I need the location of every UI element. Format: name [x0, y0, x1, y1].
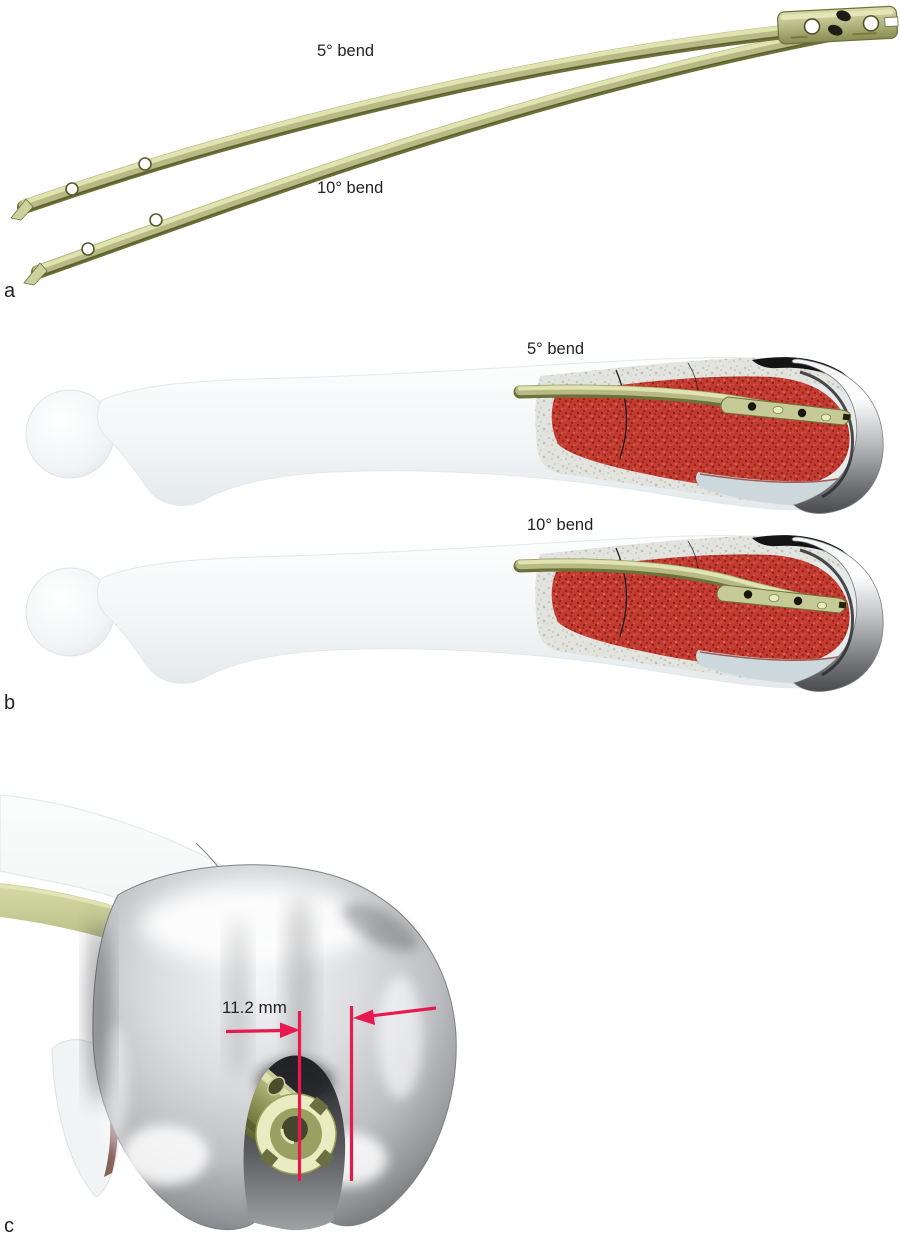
end-face-slot: [309, 1096, 329, 1116]
edge-shade: [88, 920, 110, 1104]
locking-hole: [772, 406, 784, 415]
nail-end-slot: [842, 413, 851, 421]
panel-letter-b: b: [4, 692, 16, 714]
label-10deg-bend-panel-b: 10° bend: [527, 516, 594, 534]
nail-cannulation: [281, 1116, 308, 1143]
nail-5-tip: [10, 198, 34, 221]
specular-highlight: [121, 1125, 209, 1185]
laser-marking: [852, 32, 877, 36]
specular-highlight: [378, 975, 422, 1099]
nail-10-degree: [23, 19, 879, 286]
label-5deg-bend-panel-b: 5° bend: [527, 340, 585, 358]
panel-a-nails-illustration: [10, 5, 899, 286]
nail-10-tip: [23, 262, 48, 286]
measurement-arrow-left-shaft: [225, 1028, 287, 1034]
specular-highlight: [140, 885, 370, 965]
measurement-arrow-left-head: [280, 1022, 300, 1038]
nail-in-shaft-closeup: [0, 883, 358, 1043]
locking-hole: [793, 596, 803, 606]
laser-marking: [790, 35, 808, 39]
proximal-oblique-hole: [836, 10, 851, 22]
locking-hole: [743, 590, 753, 599]
label-5deg-bend-panel-a: 5° bend: [317, 42, 375, 60]
panel-letter-a: a: [4, 280, 16, 302]
proximal-oblique-hole: [828, 24, 843, 36]
trochlear-groove-shade: [287, 895, 313, 1079]
nail-5-degree: [10, 15, 883, 221]
femur-with-component: [24, 533, 885, 693]
end-face-slot: [259, 1148, 279, 1168]
panel-b-femur-10-degree: [24, 533, 885, 693]
label-10deg-bend-panel-a: 10° bend: [317, 179, 384, 197]
locking-hole: [821, 413, 832, 422]
panel-b-femur-5-degree: [24, 355, 885, 515]
cannulation-highlight: [280, 1128, 295, 1145]
edge-shade: [342, 902, 418, 952]
panel-c-knee-closeup: [0, 794, 457, 1231]
nail-side-hole: [267, 1076, 286, 1096]
measurement-arrow-right-head: [353, 1009, 375, 1025]
nail-10-distal-hole: [81, 242, 95, 256]
trochlear-groove-shade: [228, 919, 248, 1079]
panel-letter-c: c: [4, 1215, 14, 1237]
femoral-component-closeup: [88, 864, 457, 1231]
nail-in-femur-10-degree: [513, 558, 848, 614]
proximal-end-slot: [884, 16, 899, 28]
locking-hole: [797, 408, 807, 418]
end-face-slot: [315, 1149, 335, 1169]
femur-with-component: [24, 355, 885, 515]
locking-hole: [768, 594, 780, 603]
locking-hole: [817, 601, 828, 610]
measurement-annotation: [225, 1006, 437, 1181]
measurement-arrow-right-shaft: [365, 1006, 437, 1019]
nail-proximal-end: [777, 5, 899, 45]
nail-end-slot: [838, 601, 847, 609]
measurement-value-label: 11.2 mm: [222, 998, 287, 1017]
nail-5-distal-hole: [65, 182, 79, 196]
proximal-locking-hole: [862, 15, 880, 32]
nail-in-femur-5-degree: [513, 384, 852, 426]
nail-5-distal-hole: [138, 157, 152, 171]
nail-10-distal-hole: [149, 213, 163, 227]
proximal-locking-hole: [803, 18, 821, 35]
locking-hole: [747, 402, 757, 411]
